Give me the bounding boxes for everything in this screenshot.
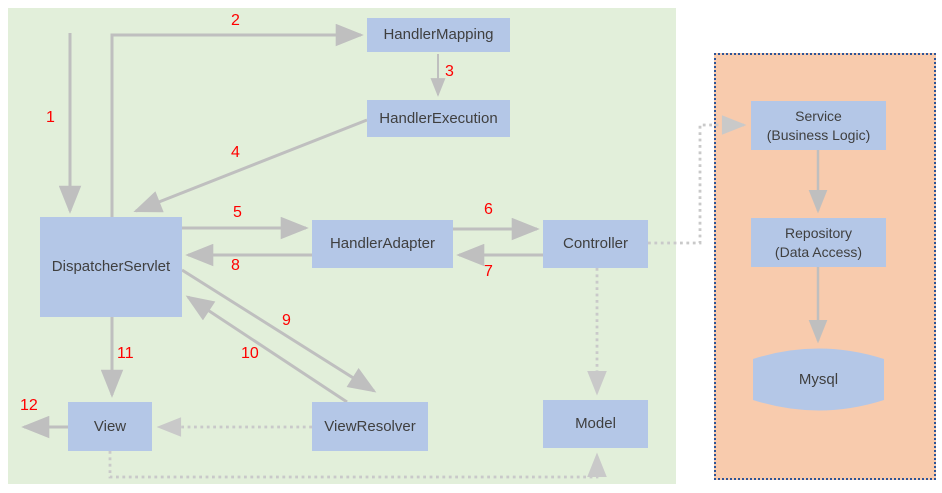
step-label-1: 1 [46,109,55,126]
step-label-9: 9 [282,312,291,329]
node-handler-execution: HandlerExecution [367,100,510,137]
node-handler-mapping-label: HandlerMapping [383,26,494,44]
node-handler-adapter: HandlerAdapter [312,220,453,268]
node-model-label: Model [575,415,616,433]
step-label-7: 7 [484,263,493,280]
node-model: Model [543,400,648,448]
step-label-10: 10 [241,345,259,362]
node-handler-execution-label: HandlerExecution [379,109,498,127]
step-label-6: 6 [484,201,493,218]
node-mysql-database: Mysql [751,347,886,412]
node-view-label: View [93,417,127,435]
step-label-12: 12 [20,397,38,414]
node-view-resolver: ViewResolver [312,402,428,451]
node-controller-label: Controller [562,235,629,253]
node-handler-mapping: HandlerMapping [367,18,510,52]
node-view: View [68,402,152,451]
database-cylinder-icon [753,348,884,411]
step-label-8: 8 [231,257,240,274]
node-repository: Repository (Data Access) [751,218,886,267]
node-dispatcher-servlet: DispatcherServlet [40,217,182,317]
node-service: Service (Business Logic) [751,101,886,150]
step-label-5: 5 [233,204,242,221]
node-controller: Controller [543,220,648,268]
node-mysql-label: Mysql [798,371,839,388]
step-label-11: 11 [117,345,134,362]
node-service-label-line1: Service [795,108,842,125]
step-label-4: 4 [231,144,240,161]
node-repository-label-line2: (Data Access) [774,243,863,260]
node-handler-adapter-label: HandlerAdapter [329,235,436,253]
step-label-3: 3 [445,63,454,80]
node-repository-label-line1: Repository [785,225,852,242]
node-service-label-line2: (Business Logic) [766,126,871,143]
node-dispatcher-servlet-label: DispatcherServlet [51,258,171,276]
step-label-2: 2 [231,12,240,29]
node-view-resolver-label: ViewResolver [324,417,416,435]
